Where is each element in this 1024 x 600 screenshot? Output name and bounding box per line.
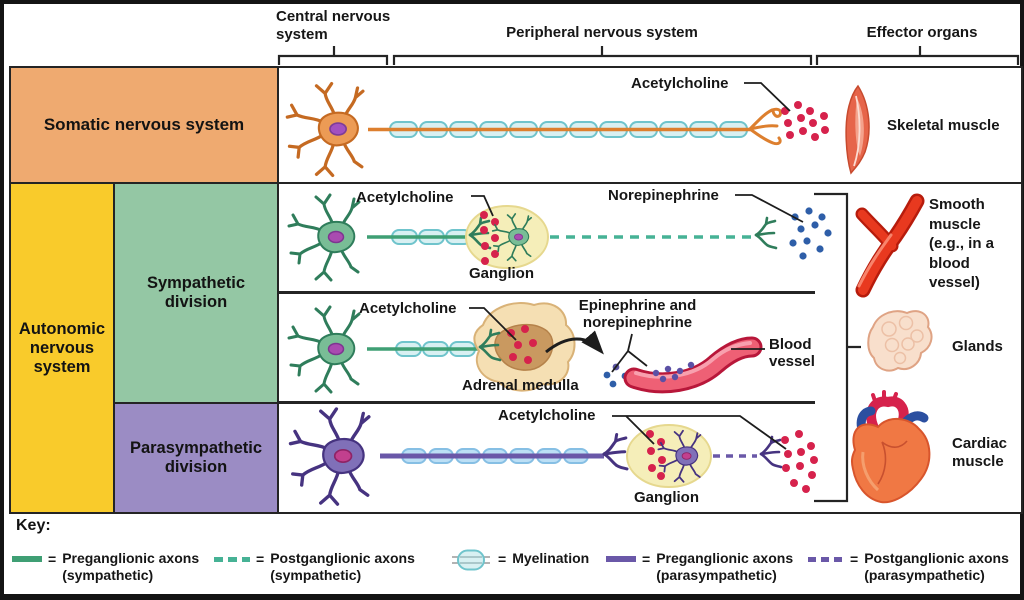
- preganglionic-sympathetic-line-swatch: [12, 556, 42, 562]
- label-ganglion-sympathetic: Ganglion: [469, 265, 534, 282]
- divider-sympathetic-parasympathetic: [279, 401, 815, 404]
- equals-sign: =: [642, 551, 651, 567]
- label-acetylcholine-parasympathetic: Acetylcholine: [498, 407, 596, 424]
- label-adrenal-medulla: Adrenal medulla: [462, 377, 579, 394]
- label-glands: Glands: [952, 338, 1003, 355]
- label-ganglion-parasympathetic: Ganglion: [634, 489, 699, 506]
- label-acetylcholine-sympathetic: Acetylcholine: [356, 189, 454, 206]
- header-pns: Peripheral nervous system: [506, 24, 698, 41]
- key-item-label: Preganglionic axons (sympathetic): [62, 550, 200, 583]
- key-item-label: Myelination: [512, 550, 590, 566]
- label-smooth-muscle: Smooth muscle (e.g., in a blood vessel): [929, 196, 995, 291]
- label-blood-vessel: Blood vessel: [769, 336, 815, 370]
- key-item-label: Postganglionic axons (parasympathetic): [864, 550, 1009, 583]
- key-item-postganglionic-parasympathetic: = Postganglionic axons (parasympathetic): [808, 550, 1024, 583]
- label-epinephrine-norepinephrine: Epinephrine and norepinephrine: [578, 297, 697, 331]
- key-item-myelination: = Myelination: [450, 549, 590, 572]
- key-item-label: Postganglionic axons (sympathetic): [270, 550, 415, 583]
- somatic-row-header: Somatic nervous system: [9, 66, 279, 184]
- key-item-preganglionic-sympathetic: = Preganglionic axons (sympathetic): [12, 550, 212, 583]
- postganglionic-parasympathetic-dashed-line-swatch: [808, 557, 844, 562]
- sympathetic-label: Sympathetic division: [146, 274, 246, 311]
- header-brackets: [277, 46, 1020, 65]
- header-cns: Central nervous system: [276, 8, 391, 43]
- key-title: Key:: [16, 517, 51, 534]
- header-effector: Effector organs: [866, 24, 978, 41]
- parasympathetic-row-header: Parasympathetic division: [113, 402, 279, 514]
- equals-sign: =: [498, 551, 507, 567]
- diagram-canvas: Somatic nervous system Autonomic nervous…: [4, 4, 1023, 594]
- divider-sympathetic-rows: [279, 291, 815, 294]
- label-acetylcholine-somatic: Acetylcholine: [631, 75, 729, 92]
- autonomic-column-header: Autonomic nervous system: [9, 182, 115, 514]
- label-cardiac-muscle: Cardiac muscle: [952, 435, 1008, 470]
- equals-sign: =: [850, 551, 859, 567]
- sympathetic-row-header: Sympathetic division: [113, 182, 279, 404]
- equals-sign: =: [256, 551, 265, 567]
- key-item-preganglionic-parasympathetic: = Preganglionic axons (parasympathetic): [606, 550, 814, 583]
- divider-somatic-autonomic: [279, 181, 1023, 184]
- parasympathetic-label: Parasympathetic division: [129, 439, 263, 476]
- preganglionic-parasympathetic-line-swatch: [606, 556, 636, 562]
- postganglionic-sympathetic-dashed-line-swatch: [214, 557, 250, 562]
- label-skeletal-muscle: Skeletal muscle: [887, 117, 1000, 134]
- autonomic-label: Autonomic nervous system: [18, 319, 106, 376]
- key-item-label: Preganglionic axons (parasympathetic): [656, 550, 794, 583]
- label-norepinephrine: Norepinephrine: [608, 187, 719, 204]
- somatic-label: Somatic nervous system: [43, 115, 245, 134]
- label-acetylcholine-adrenal: Acetylcholine: [359, 300, 457, 317]
- key-item-postganglionic-sympathetic: = Postganglionic axons (sympathetic): [214, 550, 425, 583]
- myelination-icon: [452, 549, 490, 571]
- equals-sign: =: [48, 551, 57, 567]
